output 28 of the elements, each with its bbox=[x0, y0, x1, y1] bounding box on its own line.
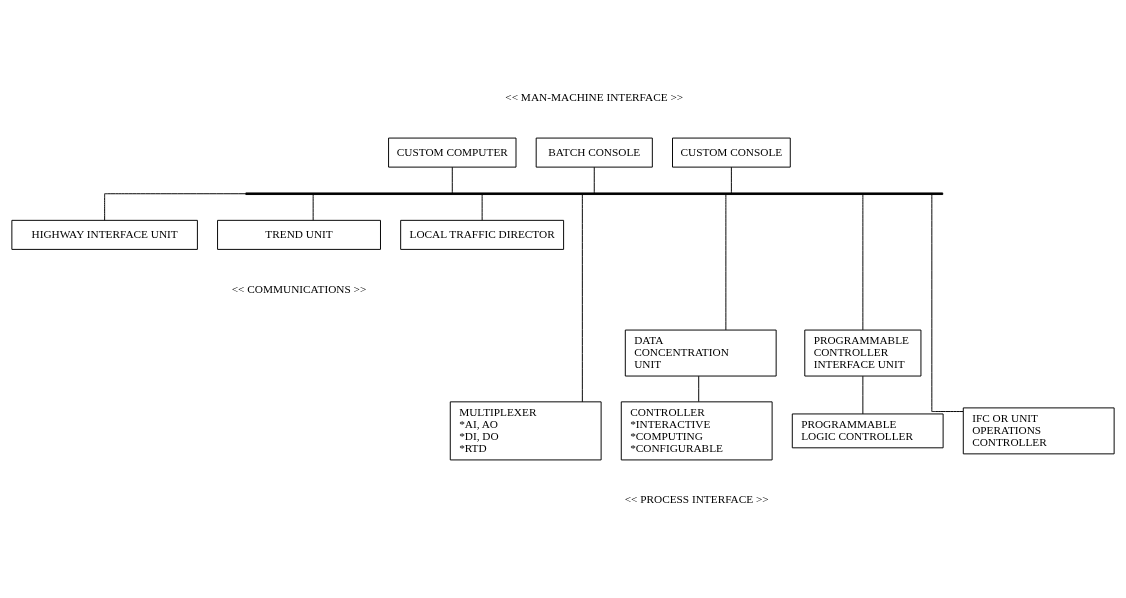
connector bbox=[481, 194, 483, 221]
node-box: HIGHWAY INTERFACE UNIT bbox=[11, 219, 198, 250]
label: << MAN-MACHINE INTERFACE >> bbox=[505, 90, 684, 103]
node-box: PROGRAMMABLE CONTROLLER INTERFACE UNIT bbox=[804, 329, 922, 377]
node-box: DATA CONCENTRATION UNIT bbox=[624, 329, 777, 377]
node-box: CUSTOM CONSOLE bbox=[672, 137, 791, 168]
node-box: CUSTOM COMPUTER bbox=[388, 137, 517, 168]
node-box: MULTIPLEXER *AI, AO *DI, DO *RTD bbox=[449, 401, 602, 461]
connector bbox=[725, 194, 727, 331]
connector bbox=[931, 194, 964, 412]
connector bbox=[698, 375, 700, 403]
connector bbox=[312, 194, 314, 221]
node-box: TREND UNIT bbox=[217, 219, 381, 250]
connector bbox=[593, 166, 595, 194]
node-box: CONTROLLER *INTERACTIVE *COMPUTING *CONFIGURABLE bbox=[620, 401, 773, 461]
connector bbox=[730, 166, 732, 194]
connector bbox=[104, 193, 247, 221]
connector bbox=[451, 166, 453, 194]
node-bar bbox=[245, 192, 944, 196]
connector bbox=[862, 375, 864, 415]
connector bbox=[862, 194, 864, 331]
label: << COMMUNICATIONS >> bbox=[231, 282, 367, 295]
node-box: BATCH CONSOLE bbox=[535, 137, 653, 168]
label: << PROCESS INTERFACE >> bbox=[624, 493, 769, 506]
connector bbox=[581, 194, 583, 403]
node-box: PROGRAMMABLE LOGIC CONTROLLER bbox=[791, 413, 944, 449]
node-box: LOCAL TRAFFIC DIRECTOR bbox=[400, 219, 565, 250]
node-box: IFC OR UNIT OPERATIONS CONTROLLER bbox=[962, 407, 1115, 455]
